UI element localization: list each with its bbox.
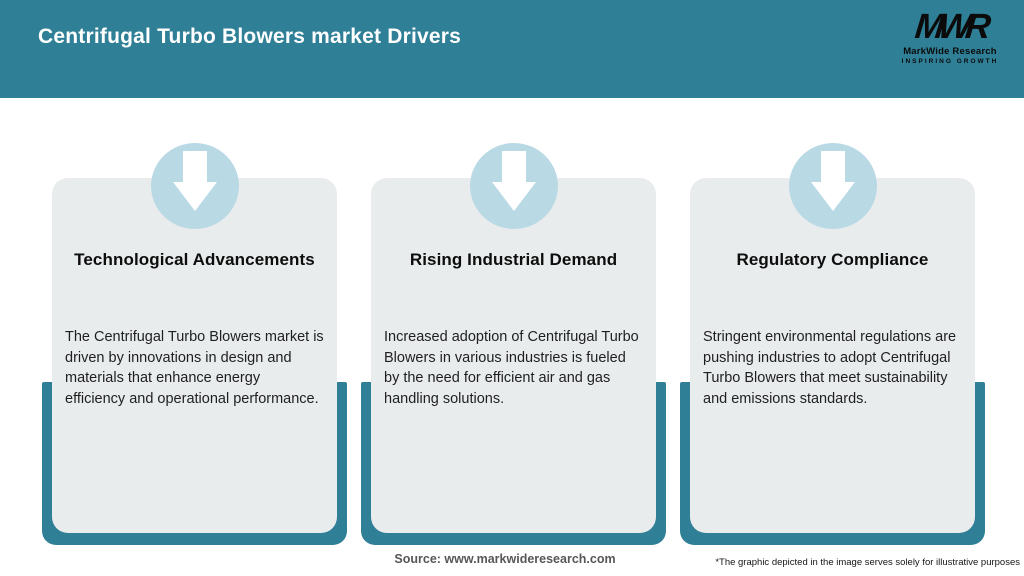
disclaimer-note: *The graphic depicted in the image serve… [715,557,1020,568]
card-title: Rising Industrial Demand [409,250,618,269]
arrow-down-icon [810,143,856,213]
circle-badge [469,143,558,229]
card-panel: Technological Advancements The Centrifug… [52,178,337,533]
card-panel: Regulatory Compliance Stringent environm… [690,178,975,533]
card-panel: Rising Industrial Demand Increased adopt… [371,178,656,533]
driver-card-rising-industrial-demand: Rising Industrial Demand Increased adopt… [361,143,666,545]
card-body-text: Increased adoption of Centrifugal Turbo … [384,329,639,408]
card-title: Technological Advancements [74,250,315,269]
page-title: Centrifugal Turbo Blowers market Drivers [38,25,462,48]
arrow-down-icon [172,143,218,213]
circle-badge [788,143,877,229]
source-attribution: Source: www.markwideresearch.com [394,552,616,566]
arrow-down-icon [491,143,537,213]
logo-monogram: MWR [913,7,987,46]
card-body-text: The Centrifugal Turbo Blowers market is … [65,329,324,408]
card-body-text: Stringent environmental regulations are … [703,329,957,408]
logo-name: MarkWide Research [903,46,997,57]
markwide-research-logo: MWR MarkWide Research INSPIRING GROWTH [890,7,1010,65]
driver-card-technological-advancements: Technological Advancements The Centrifug… [42,143,347,545]
card-title: Regulatory Compliance [736,250,929,269]
driver-card-regulatory-compliance: Regulatory Compliance Stringent environm… [680,143,985,545]
logo-tagline: INSPIRING GROWTH [901,57,999,65]
header-bar: Centrifugal Turbo Blowers market Drivers… [0,0,1024,98]
circle-badge [150,143,239,229]
